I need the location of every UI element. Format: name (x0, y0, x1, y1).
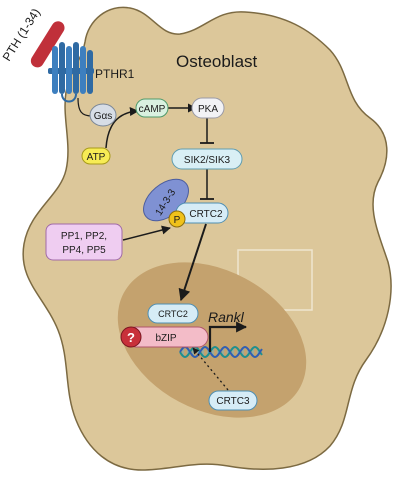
atp-node (81, 147, 111, 165)
receptor-label: PTHR1 (95, 67, 135, 81)
camp-label: cAMP (139, 104, 166, 115)
crtc2-cyto-label: CRTC2 (189, 209, 223, 220)
translocation-arrow (178, 223, 207, 302)
atp-label: ATP (87, 152, 106, 163)
camp-node (135, 98, 169, 118)
sik-label: SIK2/SIK3 (184, 155, 231, 166)
phosphatases-label-line2: PP4, PP5 (62, 245, 106, 256)
sik-node (171, 148, 243, 170)
crtc3-node (208, 390, 258, 411)
pka-node (191, 97, 225, 119)
phospho-node (168, 210, 186, 228)
crtc3-dashed-link (192, 347, 229, 391)
rankl-promoter-arrow (208, 321, 248, 352)
gas-label: Gαs (94, 111, 113, 122)
atp-to-camp-arrow (105, 107, 139, 149)
rankl-gene-label: Rankl (208, 309, 245, 325)
unknown-factor-label: ? (127, 330, 135, 345)
phosphatases-label-line1: PP1, PP2, (61, 231, 107, 242)
pthr1-receptor-icon (48, 42, 94, 103)
phosphatases-node (45, 223, 123, 261)
cell-title: Osteoblast (176, 52, 258, 71)
crtc2-nuclear-node (147, 303, 199, 324)
gas-node (89, 103, 117, 127)
pka-label: PKA (198, 104, 218, 115)
bzip-label: bZIP (155, 333, 176, 344)
crtc3-label: CRTC3 (216, 396, 250, 407)
crtc2-nuclear-label: CRTC2 (158, 309, 188, 319)
phosphatase-arrow (122, 225, 171, 241)
unknown-factor-node (120, 326, 142, 348)
nucleus (117, 262, 307, 418)
phospho-label: P (174, 215, 181, 226)
dna-strand (179, 345, 263, 359)
pth-ligand (30, 21, 65, 68)
